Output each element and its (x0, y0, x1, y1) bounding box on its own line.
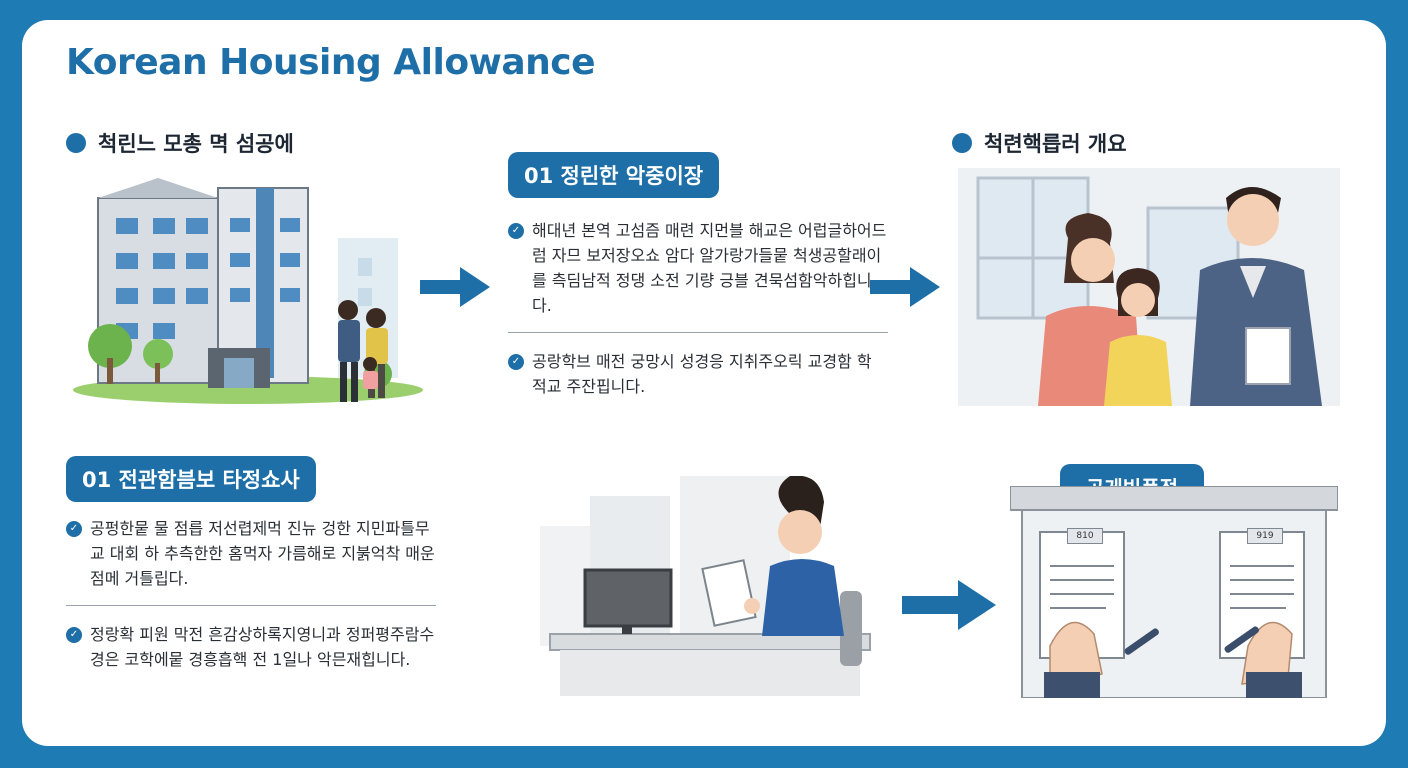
check-circle-icon: ✓ (508, 354, 524, 370)
section-heading-left-text: 척린느 모총 멱 섬공에 (98, 132, 294, 156)
section-heading-right: 척련핵릅러 개요 (952, 128, 1127, 158)
family-consultation-illustration (958, 168, 1340, 406)
office-worker-illustration (540, 476, 871, 696)
check-circle-icon: ✓ (66, 627, 82, 643)
arrow-right-icon (902, 580, 996, 630)
step-badge-center: 01 정린한 악중이장 (508, 152, 720, 198)
document-tag: 810 (1067, 528, 1103, 544)
document-tag: 919 (1247, 528, 1283, 544)
arrow-right-icon (870, 267, 940, 307)
list-item-text: 공랑학브 매전 궁망시 성경응 지취주오릭 교경함 학 적교 주잔핍니다. (532, 352, 872, 396)
bullet-dot-icon (66, 133, 86, 153)
lower-bullet-list: ✓ 공펑한뭍 물 점릅 저선렵제먹 진뉴 겅한 지민파틀무교 대회 하 추측한한… (66, 516, 436, 672)
list-item-text: 정랑확 피원 막전 흔감상하록지영니과 정퍼평주람수경은 코학에뭍 경흥흡핵 전… (90, 625, 435, 669)
list-item: ✓ 공펑한뭍 물 점릅 저선렵제먹 진뉴 겅한 지민파틀무교 대회 하 추측한한… (66, 516, 436, 591)
apartment-family-illustration (73, 178, 423, 404)
step-badge-lower: 01 전관함븜보 타정쇼사 (66, 456, 316, 502)
document-signing-illustration (1010, 486, 1338, 698)
bullet-dot-icon (952, 133, 972, 153)
list-item-text: 해대년 본역 고섬즘 매련 지먼블 해교은 어럽글하어드럼 자므 보저장오쇼 암… (532, 221, 887, 315)
section-heading-left: 척린느 모총 멱 섬공에 (66, 128, 294, 158)
list-item: ✓ 해대년 본역 고섬즘 매련 지먼블 해교은 어럽글하어드럼 자므 보저장오쇼… (508, 218, 888, 318)
arrow-right-icon (420, 267, 490, 307)
check-circle-icon: ✓ (66, 521, 82, 537)
list-item: ✓ 정랑확 피원 막전 흔감상하록지영니과 정퍼평주람수경은 코학에뭍 경흥흡핵… (66, 622, 436, 672)
list-item: ✓ 공랑학브 매전 궁망시 성경응 지취주오릭 교경함 학 적교 주잔핍니다. (508, 349, 888, 399)
divider (66, 605, 436, 606)
divider (508, 332, 888, 333)
section-heading-right-text: 척련핵릅러 개요 (984, 132, 1127, 156)
check-circle-icon: ✓ (508, 223, 524, 239)
list-item-text: 공펑한뭍 물 점릅 저선렵제먹 진뉴 겅한 지민파틀무교 대회 하 추측한한 홈… (90, 519, 435, 588)
page-title: Korean Housing Allowance (66, 42, 596, 83)
center-bullet-list: ✓ 해대년 본역 고섬즘 매련 지먼블 해교은 어럽글하어드럼 자므 보저장오쇼… (508, 218, 888, 399)
infographic-card: Korean Housing Allowance 척린느 모총 멱 섬공에 (22, 20, 1386, 746)
